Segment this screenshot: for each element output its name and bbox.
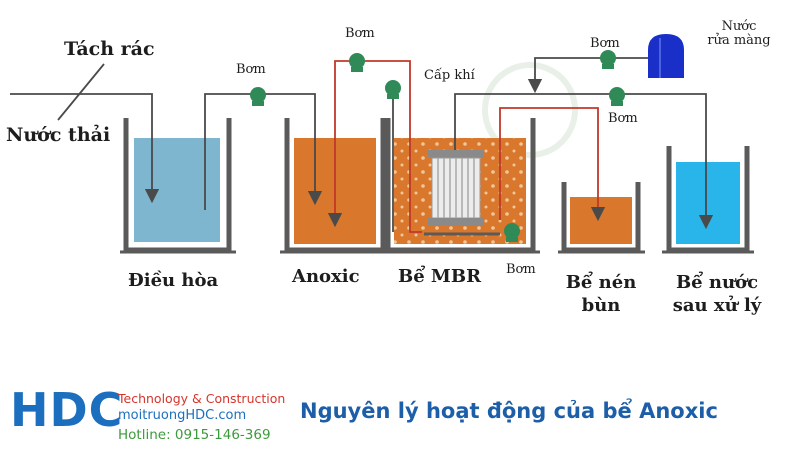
screen-label: Tách rác	[64, 38, 155, 60]
air-supply-label: Cấp khí	[424, 68, 475, 83]
brand-tagline: Technology & Construction	[118, 391, 286, 406]
brand-logo: HDC	[10, 383, 124, 437]
wash-water-tank-icon	[648, 34, 684, 78]
pump-label: Bơm	[608, 111, 638, 126]
treated-water-tank	[662, 146, 754, 254]
pump-icon	[385, 80, 401, 99]
pump-label: Bơm	[345, 26, 375, 41]
sludge-tank-label: Bể nén bùn	[556, 272, 646, 317]
page-caption: Nguyên lý hoạt động của bể Anoxic	[300, 399, 718, 423]
anoxic-label: Anoxic	[292, 266, 360, 287]
mbr-label: Bể MBR	[398, 266, 482, 287]
brand-hotline: Hotline: 0915-146-369	[118, 427, 271, 443]
membrane-wash-label: Nước rửa màng	[694, 19, 784, 49]
sludge-tank	[558, 182, 645, 254]
wastewater-label: Nước thải	[6, 124, 111, 146]
equalization-label: Điều hòa	[128, 270, 219, 291]
pump-label: Bơm	[506, 262, 536, 277]
process-diagram	[10, 34, 754, 254]
pump-icon	[250, 87, 266, 106]
pump-label: Bơm	[236, 62, 266, 77]
mbr-tank	[280, 118, 540, 254]
treated-tank-label: Bể nước sau xử lý	[662, 272, 772, 317]
treated-tank-line2: sau xử lý	[672, 294, 762, 316]
pump-icon	[504, 223, 520, 242]
pump-icon	[349, 53, 365, 72]
sludge-tank-line1: Bể nén	[565, 272, 637, 293]
pump-icon	[609, 87, 625, 106]
membrane-module	[428, 150, 484, 226]
pump-icon	[600, 50, 616, 69]
equalization-tank	[120, 118, 236, 254]
membrane-wash-line1: Nước	[721, 19, 757, 34]
sludge-tank-line2: bùn	[581, 294, 621, 316]
treated-tank-line1: Bể nước	[675, 272, 759, 293]
footer-banner: HDC Technology & Construction moitruongH…	[0, 345, 800, 450]
pump-label: Bơm	[590, 36, 620, 51]
brand-website[interactable]: moitruongHDC.com	[118, 408, 247, 423]
membrane-wash-line2: rửa màng	[707, 33, 771, 49]
